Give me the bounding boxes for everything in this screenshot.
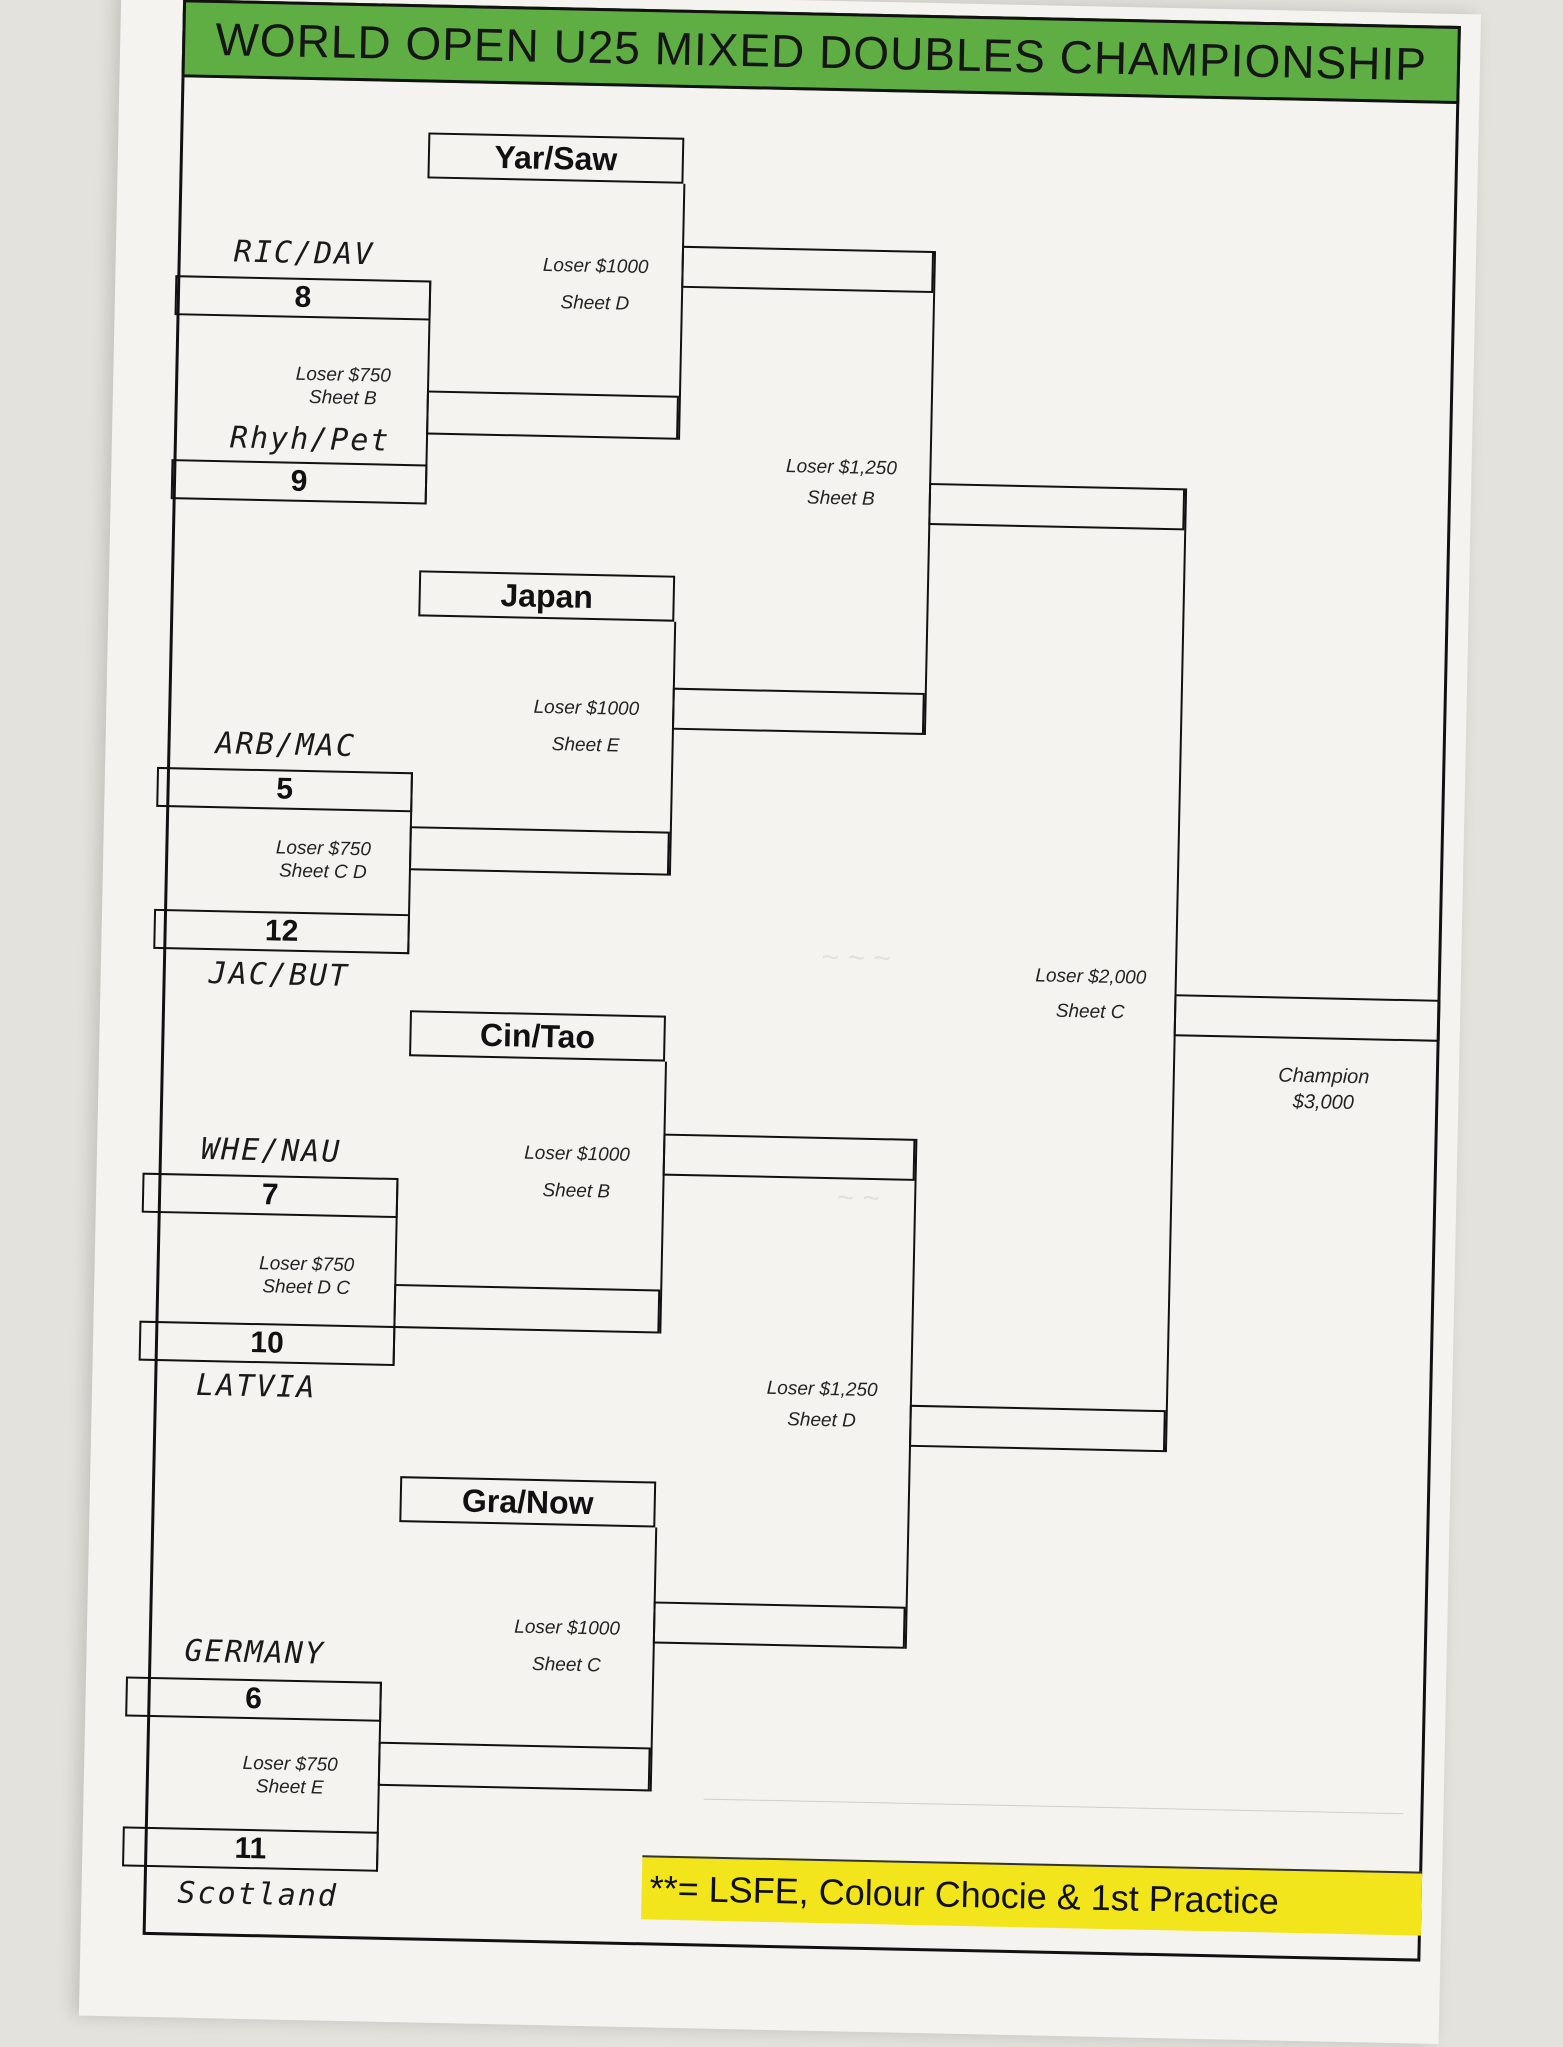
round2-team-box: Gra/Now [399,1476,657,1528]
handwritten-team-name: Scotland [177,1875,339,1914]
handwritten-team-name: ARB/MAC [215,726,357,765]
sheet-label: Sheet C D [278,860,367,884]
round2-team-name: Gra/Now [461,1481,594,1521]
match-info: Loser $1,250 Sheet D [741,1369,902,1440]
sheet-label: Sheet B [542,1180,611,1203]
match-info: Loser $1000 Sheet E [505,688,667,765]
seed-box: 9 [170,459,428,505]
winner-slot [652,1601,906,1649]
winner-slot [662,1133,916,1181]
seed-box: 6 [125,1676,382,1722]
handwritten-team-name: Rhyh/Pet [229,420,391,459]
winner-slot [908,1404,1166,1453]
loser-prize: Loser $1000 [533,696,640,720]
seed-number: 6 [244,1681,263,1716]
round2-team-box: Cin/Tao [409,1010,666,1062]
loser-prize: Loser $2,000 [1035,965,1147,989]
seed-number: 7 [261,1178,279,1212]
seed-box: 11 [122,1826,379,1872]
match-info: Loser $750 Sheet E [209,1744,370,1807]
seed-box: 7 [141,1172,399,1219]
handwritten-team-name: LATVIA [195,1367,317,1406]
handwritten-team-name: JAC/BUT [208,956,350,994]
loser-prize: Loser $1000 [524,1142,631,1166]
loser-prize: Loser $1000 [514,1616,621,1640]
match-info: Loser $1000 Sheet C [486,1608,648,1685]
match-info: Loser $1000 Sheet D [514,246,676,323]
round2-team-box: Japan [418,570,676,622]
winner-slot [928,483,1186,531]
round2-team-name: Cin/Tao [479,1016,596,1055]
sheet-label: Sheet C [1055,1000,1125,1024]
seed-box: 5 [156,766,414,813]
champion-info: Champion $3,000 [1248,1062,1399,1117]
sheet-label: Sheet D [786,1409,857,1432]
match-info: Loser $1000 Sheet B [496,1134,658,1211]
winner-slot [393,1283,661,1334]
winner-slot [681,245,935,294]
sheet-label: Sheet B [308,387,377,410]
page-title: WORLD OPEN U25 MIXED DOUBLES CHAMPIONSHI… [214,12,1428,91]
match-info: Loser $750 Sheet D C [226,1244,387,1307]
seed-number: 11 [234,1831,267,1866]
sheet-label: Sheet D C [262,1276,351,1300]
handwritten-team-name: WHE/NAU [200,1131,342,1170]
round2-team-name: Yar/Saw [494,138,618,177]
seed-number: 10 [249,1325,285,1360]
match-info: Loser $2,000 Sheet C [1010,957,1171,1032]
seed-number: 9 [290,464,308,498]
round2-team-box: Yar/Saw [427,132,685,184]
match-info: Loser $1,250 Sheet B [760,447,921,518]
winner-slot [426,390,679,440]
handwritten-team-name: GERMANY [184,1633,326,1672]
bleed-through-marks: ~ ~ ~ [820,940,891,976]
seed-box: 8 [174,275,432,321]
match-info: Loser $750 Sheet C D [243,829,404,892]
seed-number: 8 [294,280,312,315]
champion-label: Champion [1278,1064,1370,1089]
seed-box: 12 [153,908,411,955]
bracket-sheet: WORLD OPEN U25 MIXED DOUBLES CHAMPIONSHI… [78,0,1482,2045]
winner-slot [671,687,925,735]
seed-number: 12 [264,914,299,948]
bleed-through-marks: ~ ~ [835,1181,880,1216]
seed-number: 5 [275,772,294,806]
winner-slot [408,826,670,876]
sheet-label: Sheet C [531,1653,601,1677]
footnote-text: **= LSFE, Colour Chocie & 1st Practice [649,1867,1280,1922]
match-info: Loser $750 Sheet B [262,355,423,418]
loser-prize: Loser $1000 [542,254,649,279]
winner-slot [377,1741,651,1792]
round2-team-name: Japan [500,576,594,615]
seed-box: 10 [138,1320,396,1367]
sheet-label: Sheet B [806,487,875,510]
champion-prize: $3,000 [1292,1090,1355,1115]
sheet-label: Sheet E [255,1776,324,1799]
handwritten-team-name: RIC/DAV [233,234,375,273]
sheet-label: Sheet E [551,734,620,757]
winner-slot [1173,994,1441,1042]
sheet-label: Sheet D [560,292,630,315]
